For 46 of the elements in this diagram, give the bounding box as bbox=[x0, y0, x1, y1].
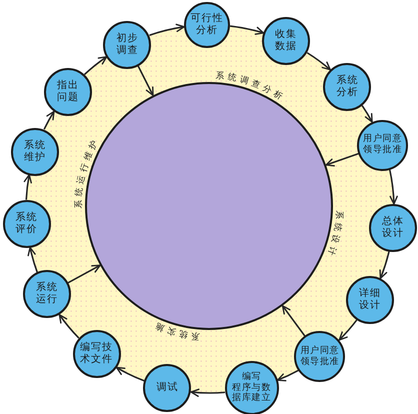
step-label: 可行性分析 bbox=[190, 13, 225, 38]
step-label: 编写程序与数据库建立 bbox=[231, 372, 272, 404]
arrow bbox=[68, 264, 101, 284]
arrow bbox=[379, 251, 390, 279]
step-circle bbox=[2, 200, 51, 248]
arrow bbox=[43, 110, 55, 130]
step-circle bbox=[357, 120, 408, 171]
step-circle bbox=[184, 2, 230, 48]
arc-label: 系统设计 bbox=[324, 210, 344, 260]
step-label: 编写技术文件 bbox=[79, 342, 114, 366]
step-circle bbox=[11, 128, 60, 176]
arc-label: 系统调查分析 bbox=[215, 71, 287, 104]
arrow bbox=[361, 105, 373, 123]
step-circle bbox=[103, 20, 152, 69]
arrow bbox=[116, 366, 145, 382]
step-circle bbox=[323, 62, 372, 111]
arrow bbox=[58, 314, 80, 339]
step-label: 调试 bbox=[155, 382, 180, 394]
arrow bbox=[276, 370, 299, 382]
step-label: 系统维护 bbox=[23, 140, 48, 164]
step-circle bbox=[22, 270, 71, 318]
step-circle bbox=[294, 331, 346, 382]
arrow bbox=[190, 388, 226, 397]
step-label: 系统运行 bbox=[34, 282, 59, 306]
arrow bbox=[24, 174, 32, 200]
arrow bbox=[388, 169, 398, 205]
step-label: 用户同意领导批准 bbox=[299, 346, 341, 368]
arc-label: 系统实施 bbox=[151, 318, 200, 341]
arrow bbox=[137, 66, 154, 96]
arrow bbox=[149, 24, 185, 36]
step-circle bbox=[262, 17, 310, 66]
step-label: 详细设计 bbox=[358, 288, 382, 312]
step-label: 系统分析 bbox=[335, 74, 360, 99]
arrow bbox=[28, 246, 38, 273]
arrow bbox=[282, 305, 306, 336]
step-label: 用户同意领导批准 bbox=[362, 134, 404, 156]
arrow bbox=[325, 152, 359, 166]
step-label: 收集数据 bbox=[274, 29, 298, 54]
arrow bbox=[84, 56, 108, 76]
step-circle bbox=[72, 330, 121, 378]
step-circle bbox=[44, 68, 92, 116]
step-label: 系统评价 bbox=[14, 212, 39, 236]
step-label: 指出问题 bbox=[56, 80, 80, 104]
arc-label: 系统运行维护 bbox=[74, 136, 102, 208]
step-label: 总体设计 bbox=[381, 216, 406, 240]
step-label: 初步调查 bbox=[115, 32, 140, 57]
